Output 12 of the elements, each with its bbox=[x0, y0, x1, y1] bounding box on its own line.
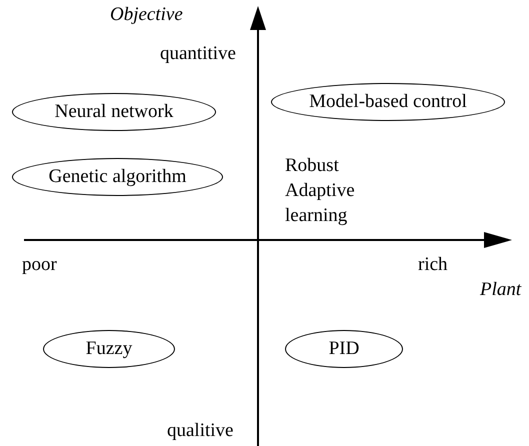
note-text: Robust Adaptive learning bbox=[285, 154, 356, 228]
ellipse-node: Model-based control bbox=[271, 83, 505, 121]
ellipse-node: PID bbox=[285, 330, 403, 368]
axis-label: quantitive bbox=[160, 42, 236, 66]
axis-label: poor bbox=[22, 253, 57, 277]
ellipse-node: Neural network bbox=[12, 93, 216, 131]
axis-label: rich bbox=[418, 253, 448, 277]
axis-title: Objective bbox=[110, 3, 183, 27]
ellipse-node: Fuzzy bbox=[43, 330, 175, 368]
axis-title: Plant bbox=[480, 278, 522, 302]
axis-label: qualitive bbox=[167, 419, 234, 443]
ellipse-node: Genetic algorithm bbox=[12, 158, 223, 196]
